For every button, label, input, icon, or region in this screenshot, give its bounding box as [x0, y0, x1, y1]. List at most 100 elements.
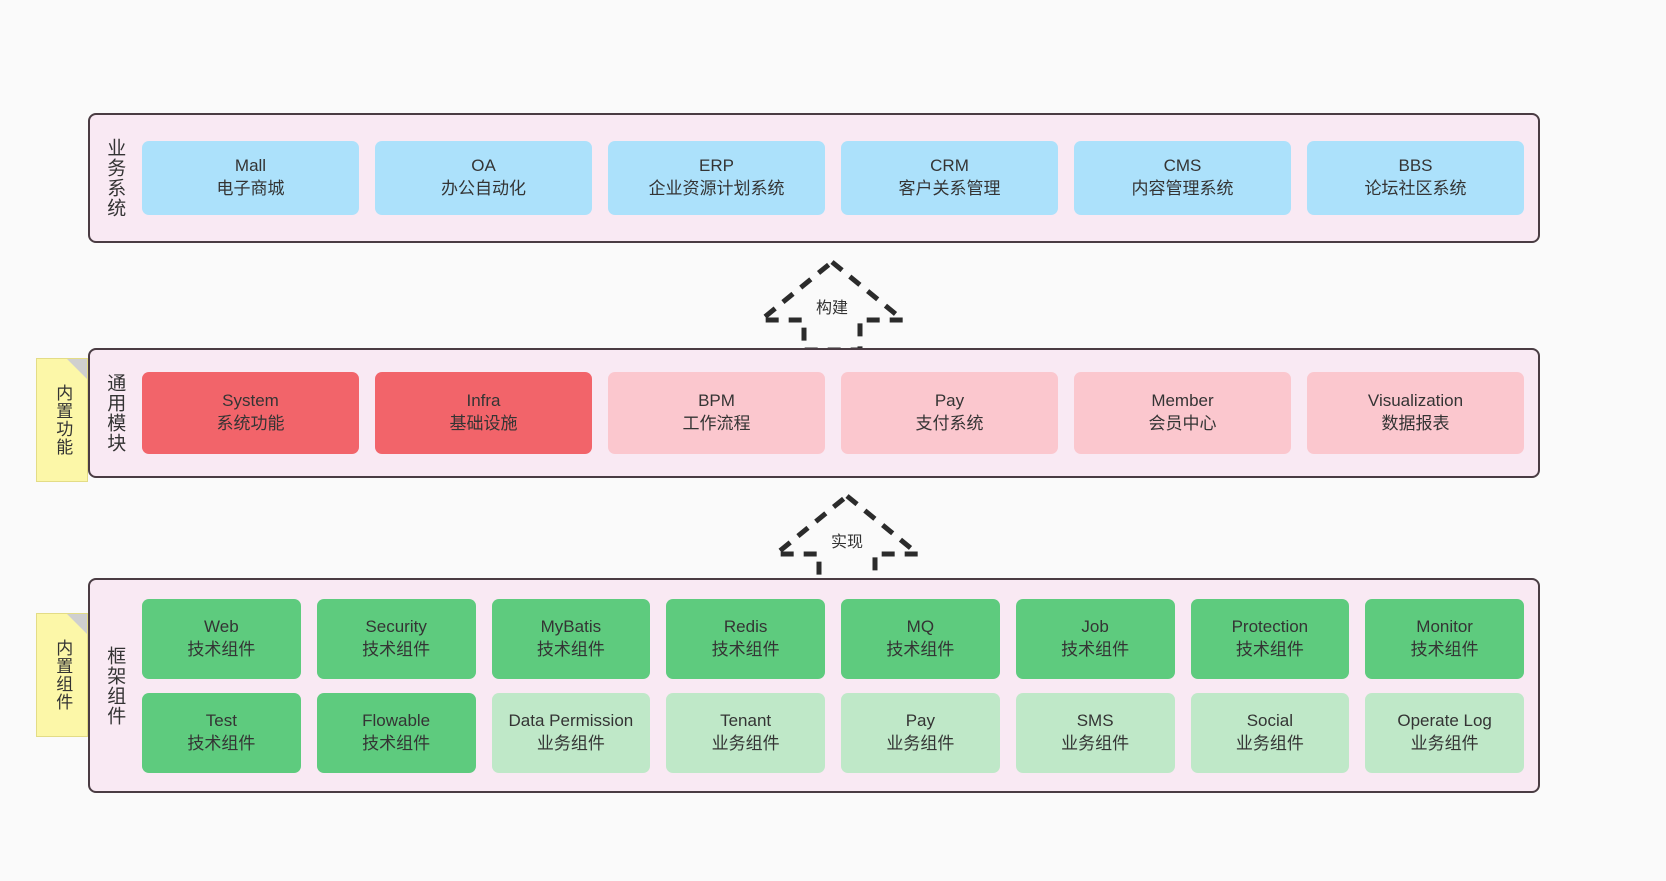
card-system[interactable]: System 系统功能 [142, 372, 359, 454]
card-pay-module[interactable]: Pay 支付系统 [841, 372, 1058, 454]
card-operate-log-desc: 业务组件 [1410, 733, 1479, 753]
card-job-desc: 技术组件 [1061, 639, 1130, 659]
card-mq[interactable]: MQ 技术组件 [841, 598, 1000, 679]
card-crm[interactable]: CRM 客户关系管理 [841, 141, 1058, 215]
card-pay-component-name: Pay [905, 710, 936, 730]
card-visualization[interactable]: Visualization 数据报表 [1307, 372, 1524, 454]
card-web[interactable]: Web 技术组件 [142, 598, 301, 679]
card-web-name: Web [204, 616, 239, 636]
card-erp[interactable]: ERP 企业资源计划系统 [608, 141, 825, 215]
card-crm-name: CRM [930, 156, 969, 176]
note-builtin-features: 内置功能 [36, 358, 88, 482]
card-member-name: Member [1151, 391, 1214, 411]
card-system-name: System [222, 391, 279, 411]
layer-business-systems: 业务系统 Mall 电子商城 OA 办公自动化 ERP 企业资源计划系统 CRM… [88, 113, 1540, 243]
card-oa-desc: 办公自动化 [441, 179, 526, 198]
card-cms-desc: 内容管理系统 [1131, 179, 1234, 198]
card-pay-component-desc: 业务组件 [886, 733, 955, 753]
card-monitor[interactable]: Monitor 技术组件 [1365, 598, 1524, 679]
card-member[interactable]: Member 会员中心 [1074, 372, 1291, 454]
arrow-realize-icon [772, 492, 922, 582]
note-builtin-features-label: 内置功能 [53, 384, 73, 456]
layer-framework-components-title: 框架组件 [104, 645, 126, 726]
framework-components-row-2: Test 技术组件 Flowable 技术组件 Data Permission … [142, 692, 1524, 773]
card-mall-name: Mall [234, 156, 267, 176]
card-bbs-desc: 论坛社区系统 [1364, 179, 1467, 198]
framework-components-row-1: Web 技术组件 Security 技术组件 MyBatis 技术组件 Redi… [142, 598, 1524, 679]
card-mall[interactable]: Mall 电子商城 [142, 141, 359, 215]
layer-business-systems-body: Mall 电子商城 OA 办公自动化 ERP 企业资源计划系统 CRM 客户关系… [138, 115, 1538, 241]
card-monitor-desc: 技术组件 [1410, 639, 1479, 659]
arrow-build-label: 构建 [815, 300, 848, 317]
card-monitor-name: Monitor [1416, 616, 1473, 636]
card-visualization-name: Visualization [1367, 391, 1464, 411]
card-infra[interactable]: Infra 基础设施 [375, 372, 592, 454]
card-data-permission-name: Data Permission [508, 710, 634, 730]
card-protection[interactable]: Protection 技术组件 [1190, 598, 1350, 679]
card-oa-name: OA [471, 156, 496, 176]
card-pay-component[interactable]: Pay 业务组件 [841, 692, 1000, 773]
card-sms[interactable]: SMS 业务组件 [1015, 692, 1175, 773]
layer-framework-components: 框架组件 Web 技术组件 Security 技术组件 MyBatis 技术组件… [88, 578, 1540, 793]
card-bpm-desc: 工作流程 [682, 414, 751, 433]
card-flowable[interactable]: Flowable 技术组件 [316, 692, 476, 773]
card-mq-name: MQ [906, 616, 935, 636]
card-web-desc: 技术组件 [187, 639, 256, 659]
arrow-build-icon [757, 258, 907, 348]
card-crm-desc: 客户关系管理 [898, 179, 1001, 198]
layer-common-modules-body: System 系统功能 Infra 基础设施 BPM 工作流程 Pay 支付系统… [138, 350, 1538, 476]
card-erp-desc: 企业资源计划系统 [648, 179, 785, 198]
card-visualization-desc: 数据报表 [1381, 414, 1450, 433]
card-operate-log[interactable]: Operate Log 业务组件 [1365, 692, 1524, 773]
card-bbs-name: BBS [1398, 156, 1433, 176]
arrow-realize: 实现 [772, 492, 922, 582]
card-social[interactable]: Social 业务组件 [1190, 692, 1350, 773]
card-oa[interactable]: OA 办公自动化 [375, 141, 592, 215]
card-data-permission-desc: 业务组件 [536, 733, 605, 753]
note-builtin-components-label: 内置组件 [53, 639, 73, 711]
card-tenant-name: Tenant [720, 710, 772, 730]
card-security[interactable]: Security 技术组件 [316, 598, 476, 679]
card-system-desc: 系统功能 [216, 414, 285, 433]
card-test-name: Test [205, 710, 237, 730]
card-erp-name: ERP [699, 156, 734, 176]
card-member-desc: 会员中心 [1148, 414, 1217, 433]
card-security-name: Security [365, 616, 427, 636]
card-job[interactable]: Job 技术组件 [1015, 598, 1175, 679]
common-modules-row: System 系统功能 Infra 基础设施 BPM 工作流程 Pay 支付系统… [142, 372, 1524, 454]
card-social-desc: 业务组件 [1235, 733, 1304, 753]
card-job-name: Job [1081, 616, 1109, 636]
layer-business-systems-title: 业务系统 [104, 138, 126, 218]
card-test-desc: 技术组件 [187, 733, 256, 753]
card-redis-desc: 技术组件 [711, 639, 780, 659]
card-tenant-desc: 业务组件 [711, 733, 780, 753]
card-social-name: Social [1246, 710, 1294, 730]
card-infra-desc: 基础设施 [449, 414, 518, 433]
card-flowable-desc: 技术组件 [362, 733, 431, 753]
layer-framework-components-body: Web 技术组件 Security 技术组件 MyBatis 技术组件 Redi… [138, 580, 1538, 791]
card-mq-desc: 技术组件 [886, 639, 955, 659]
card-cms[interactable]: CMS 内容管理系统 [1074, 141, 1291, 215]
card-mybatis-desc: 技术组件 [536, 639, 605, 659]
card-mybatis[interactable]: MyBatis 技术组件 [491, 598, 651, 679]
card-sms-name: SMS [1076, 710, 1114, 730]
arrow-realize-label: 实现 [830, 534, 863, 551]
card-bbs[interactable]: BBS 论坛社区系统 [1307, 141, 1524, 215]
card-bpm-name: BPM [698, 391, 735, 411]
card-redis[interactable]: Redis 技术组件 [666, 598, 825, 679]
card-redis-name: Redis [723, 616, 768, 636]
card-mybatis-name: MyBatis [540, 616, 602, 636]
layer-common-modules-title: 通用模块 [104, 373, 126, 453]
card-sms-desc: 业务组件 [1061, 733, 1130, 753]
card-test[interactable]: Test 技术组件 [142, 692, 301, 773]
card-mall-desc: 电子商城 [216, 179, 285, 198]
card-bpm[interactable]: BPM 工作流程 [608, 372, 825, 454]
arrow-build: 构建 [757, 258, 907, 348]
layer-common-modules: 通用模块 System 系统功能 Infra 基础设施 BPM 工作流程 Pay… [88, 348, 1540, 478]
card-tenant[interactable]: Tenant 业务组件 [666, 692, 825, 773]
card-operate-log-name: Operate Log [1397, 710, 1492, 730]
card-infra-name: Infra [466, 391, 501, 411]
card-flowable-name: Flowable [362, 710, 431, 730]
card-data-permission[interactable]: Data Permission 业务组件 [491, 692, 651, 773]
